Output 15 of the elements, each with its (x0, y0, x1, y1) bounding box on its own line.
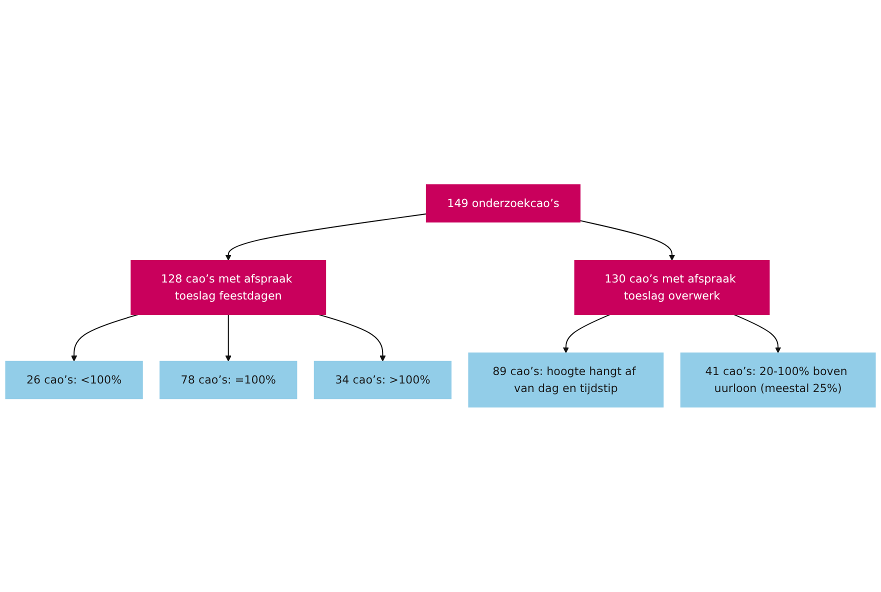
node-box: 128 cao’s met afspraak toeslag feestdagen (130, 260, 326, 316)
node-box: 89 cao’s: hoogte hangt af van dag en tijdstip (468, 352, 664, 408)
arrow (734, 314, 782, 354)
node-box: 149 onderzoekcao’s (426, 184, 580, 223)
arrow (580, 220, 676, 261)
node-box: 34 cao’s: >100% (314, 361, 452, 400)
node-box: 130 cao’s met afspraak toeslag overwerk (574, 260, 770, 316)
arrow (71, 314, 138, 362)
arrow (225, 214, 426, 261)
arrow (318, 314, 386, 362)
node-box: 41 cao’s: 20-100% boven uurloon (meestal 25%) (680, 352, 876, 408)
node-box: 26 cao’s: <100% (5, 361, 143, 400)
arrow (225, 314, 232, 362)
arrow (562, 314, 610, 354)
node-box: 78 cao’s: =100% (160, 361, 298, 400)
